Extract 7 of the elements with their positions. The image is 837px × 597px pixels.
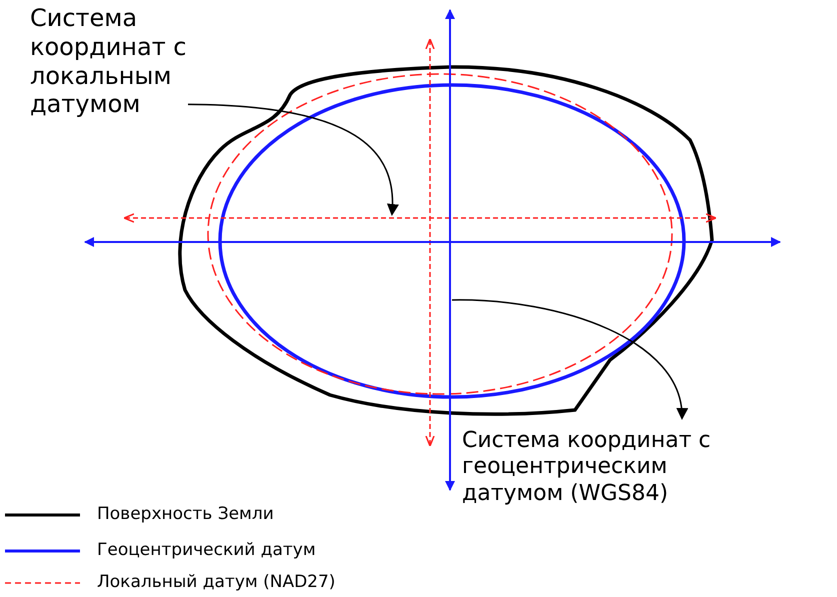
callout-text: Система координат с локальным датумом bbox=[30, 4, 188, 120]
legend-label: Поверхность Земли bbox=[97, 504, 274, 524]
leader-arrow bbox=[188, 104, 398, 216]
callout-text: Система координат с геоцентрическим датумом (WGS84) bbox=[462, 428, 762, 508]
legend-label: Локальный датум (NAD27) bbox=[97, 572, 336, 592]
leader-arrow bbox=[452, 299, 687, 420]
legend-label: Геоцентрический датум bbox=[97, 540, 316, 560]
